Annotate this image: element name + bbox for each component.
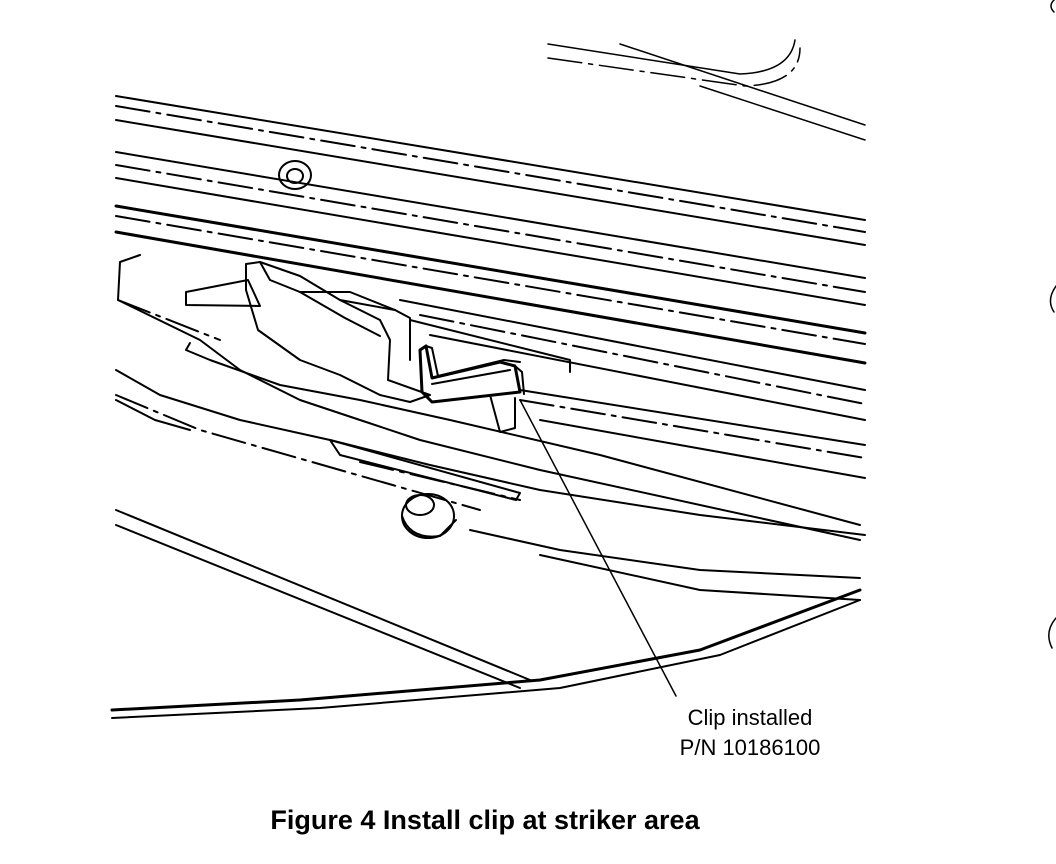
liftgate-rails: [114, 95, 867, 479]
lower-grommet: [401, 493, 457, 539]
upper-grommet: [278, 160, 312, 190]
callout-leader-line: [519, 399, 677, 697]
clip-callout-label: Clip installed P/N 10186100: [640, 703, 860, 763]
callout-line-2: P/N 10186100: [679, 735, 821, 760]
bumper-fascia: [110, 509, 862, 719]
striker-tab: [245, 261, 571, 433]
callout-line-1: Clip installed: [687, 705, 813, 730]
clip-part: [418, 344, 525, 404]
sill-panel: [115, 254, 866, 601]
figure-caption: Figure 4 Install clip at striker area: [270, 805, 700, 835]
margin-marks: [1048, 0, 1056, 649]
upper-panel-edge: [547, 39, 866, 141]
